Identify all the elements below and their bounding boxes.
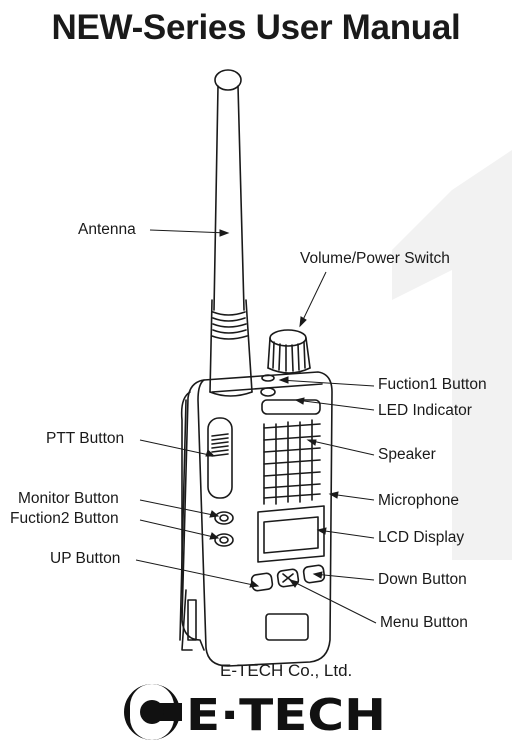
label-microphone: Microphone (378, 492, 459, 510)
label-volume-power-switch: Volume/Power Switch (300, 250, 450, 268)
logo-wordmark: E·TECH (186, 690, 386, 736)
label-speaker: Speaker (378, 446, 436, 464)
label-down-button: Down Button (378, 571, 467, 589)
label-antenna: Antenna (78, 221, 136, 239)
label-menu-button: Menu Button (380, 614, 468, 632)
label-up-button: UP Button (50, 550, 120, 568)
label-monitor-button: Monitor Button (18, 490, 119, 508)
e-tech-logo-text: E·TECH (186, 688, 406, 736)
side-buttons (215, 512, 233, 546)
radio-body (180, 372, 332, 666)
leader-lines (136, 230, 376, 623)
lcd-panel (258, 506, 324, 562)
label-fuction2-button: Fuction2 Button (10, 510, 119, 528)
volume-knob (268, 330, 310, 373)
company-name: E-TECH Co., Ltd. (220, 661, 352, 681)
keypad (251, 565, 325, 640)
label-ptt-button: PTT Button (46, 430, 124, 448)
label-led-indicator: LED Indicator (378, 402, 472, 420)
label-lcd-display: LCD Display (378, 529, 464, 547)
speaker-grille (264, 420, 320, 504)
e-tech-logo-mark (124, 684, 182, 740)
label-fuction1-button: Fuction1 Button (378, 376, 487, 394)
ptt-button (208, 418, 232, 498)
